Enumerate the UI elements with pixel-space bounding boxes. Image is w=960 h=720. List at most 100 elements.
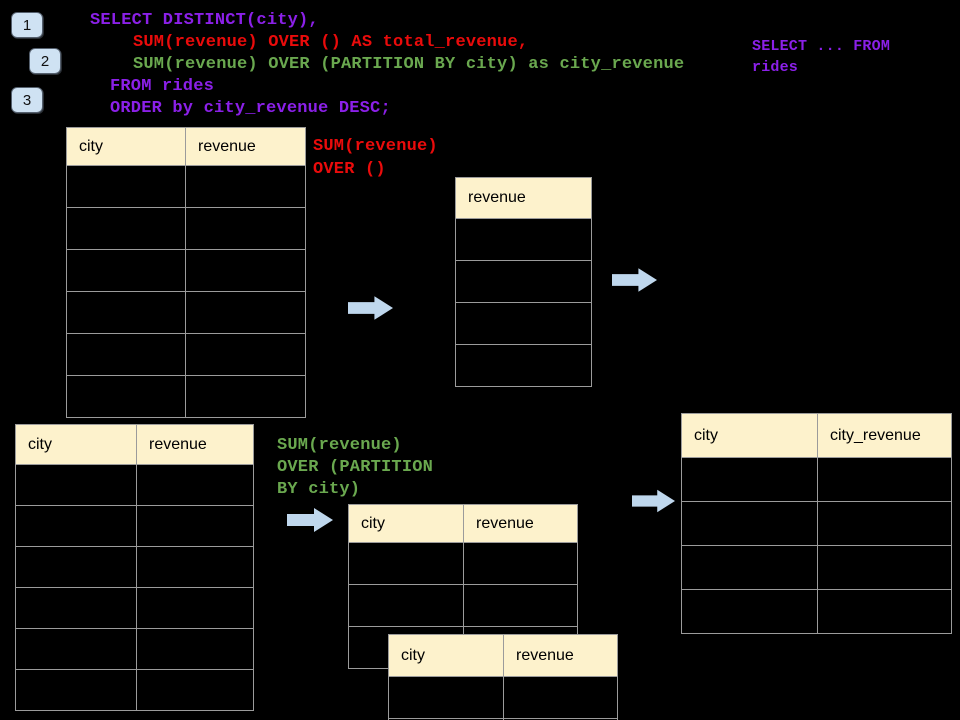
table-cell (681, 589, 818, 634)
table-cell (66, 249, 186, 292)
table-cell (455, 218, 592, 261)
table-row (348, 542, 578, 585)
table-cell (463, 542, 578, 585)
right-arrow-icon (348, 296, 393, 320)
header-cell-revenue: revenue (136, 424, 254, 465)
table-row (681, 589, 952, 634)
table-row (15, 587, 254, 629)
header-cell-revenue: revenue (185, 127, 306, 166)
right-arrow-icon (612, 268, 657, 292)
table-cell (503, 718, 618, 720)
header-cell-city: city (388, 634, 504, 677)
sql-line-total: SUM(revenue) OVER () AS total_revenue, (133, 33, 529, 52)
table-cell (348, 584, 464, 627)
header-cell-revenue: revenue (455, 177, 592, 219)
table-row (455, 218, 592, 261)
table-cell (817, 545, 952, 590)
table-cell (15, 587, 137, 629)
side-note-line-2: rides (752, 59, 799, 76)
annotation-partition-line-1: SUM(revenue) (277, 436, 402, 455)
table-row (388, 718, 618, 720)
table-cell (136, 546, 254, 588)
table-cell (681, 457, 818, 502)
table-row (66, 249, 306, 292)
table-cell (817, 589, 952, 634)
sql-line-from: FROM rides (110, 77, 215, 96)
annotation-partition-line-2: OVER (PARTITION (277, 458, 434, 477)
table-row (455, 344, 592, 387)
table-row (15, 546, 254, 588)
table-row (348, 584, 578, 627)
right-arrow-icon (287, 508, 333, 532)
annotation-total-line-1: SUM(revenue) (313, 137, 438, 156)
sql-line-order: ORDER by city_revenue DESC; (110, 99, 391, 118)
table-row (15, 464, 254, 506)
table-cell (455, 260, 592, 303)
table-cell (455, 302, 592, 345)
table-cell (817, 501, 952, 546)
table-cell (185, 249, 306, 292)
table-cell (681, 545, 818, 590)
table-result-right: city city_revenue (681, 413, 952, 634)
step-badge-1: 1 (11, 12, 43, 38)
table-cell (66, 333, 186, 376)
table-cell (185, 375, 306, 418)
table-row (66, 207, 306, 250)
table-cell (66, 165, 186, 208)
table-cell (388, 676, 504, 719)
sql-line-partition: SUM(revenue) OVER (PARTITION BY city) as… (133, 55, 685, 74)
header-cell-city: city (15, 424, 137, 465)
table-cell (463, 584, 578, 627)
table-cell (185, 291, 306, 334)
header-cell-city: city (681, 413, 818, 458)
table-row (681, 457, 952, 502)
table-cell (136, 464, 254, 506)
table-cell (817, 457, 952, 502)
sql-line-select: SELECT DISTINCT(city), (90, 11, 319, 30)
table-row (455, 302, 592, 345)
table-cell (185, 165, 306, 208)
table-cell (15, 628, 137, 670)
table-cell (66, 291, 186, 334)
table-cell (455, 344, 592, 387)
table-cell (15, 546, 137, 588)
table-row (66, 333, 306, 376)
table-row (66, 291, 306, 334)
table-cell (348, 542, 464, 585)
header-cell-city: city (348, 504, 464, 543)
step-badge-3: 3 (11, 87, 43, 113)
table-cell (15, 669, 137, 711)
header-cell-revenue: revenue (503, 634, 618, 677)
header-cell-city: city (66, 127, 186, 166)
table-cell (15, 464, 137, 506)
step-badge-2: 2 (29, 48, 61, 74)
table-total-revenue: revenue (455, 177, 592, 387)
table-cell (136, 669, 254, 711)
table-source-top: city revenue (66, 127, 306, 418)
side-note-line-1: SELECT ... FROM (752, 38, 891, 55)
table-row (681, 545, 952, 590)
table-row (455, 260, 592, 303)
table-row (15, 628, 254, 670)
table-cell (15, 505, 137, 547)
table-cell (136, 628, 254, 670)
table-row (66, 375, 306, 418)
table-cell (66, 375, 186, 418)
table-row (66, 165, 306, 208)
annotation-total-line-2: OVER () (313, 160, 386, 179)
header-cell-city-revenue: city_revenue (817, 413, 952, 458)
table-row (388, 676, 618, 719)
table-partition-overlap: city revenue (388, 634, 618, 720)
table-cell (136, 587, 254, 629)
table-cell (185, 207, 306, 250)
table-cell (681, 501, 818, 546)
table-cell (503, 676, 618, 719)
table-cell (136, 505, 254, 547)
table-row (15, 669, 254, 711)
table-source-bottom: city revenue (15, 424, 254, 711)
table-cell (185, 333, 306, 376)
table-row (15, 505, 254, 547)
right-arrow-icon (632, 489, 675, 513)
table-cell (66, 207, 186, 250)
